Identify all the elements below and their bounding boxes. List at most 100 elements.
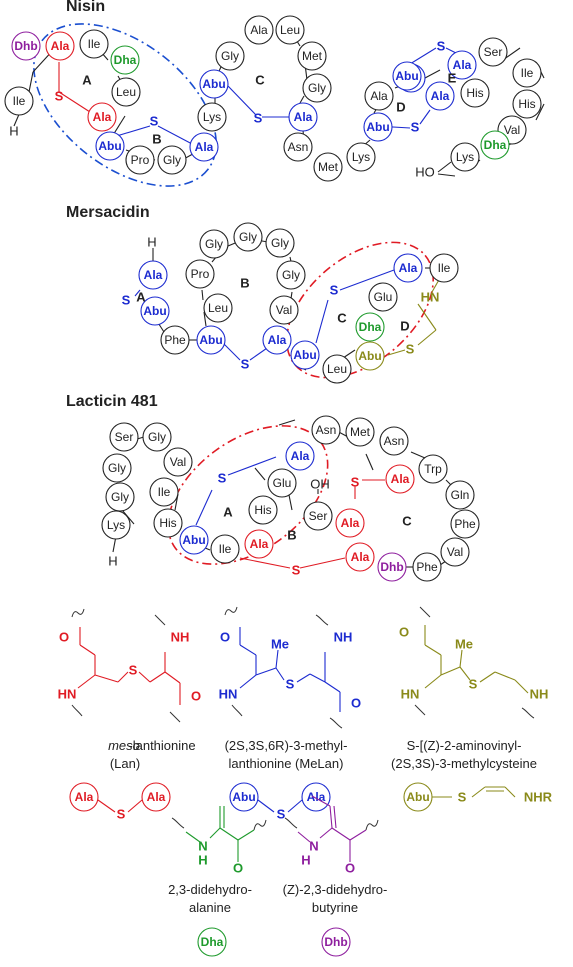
lan-wavy-top-left xyxy=(71,608,85,618)
avicys-badge-s: S xyxy=(458,790,467,805)
melan-wavy-top-right xyxy=(315,614,329,626)
lac-ala-top-label: Ala xyxy=(291,449,310,463)
dhb-bond xyxy=(331,827,351,841)
nisin-ala-red-top-label: Ala xyxy=(51,39,70,53)
nisin-pro-label: Pro xyxy=(131,153,150,167)
nisin-ala-d2-label: Ala xyxy=(431,89,450,103)
mers-ring-a: A xyxy=(136,290,146,305)
melan-o2: O xyxy=(351,696,361,711)
melan-bond xyxy=(239,644,257,656)
avicys-bond xyxy=(459,666,471,681)
lac-trp-circle xyxy=(418,454,448,484)
lac-ser2-label: Ser xyxy=(309,509,328,523)
lac-phe1-circle xyxy=(450,509,480,539)
lac-abu-label: Abu xyxy=(182,533,205,547)
mers-abu-d-circle xyxy=(355,341,385,371)
mers-bridge-d xyxy=(417,303,437,331)
dhb-o: O xyxy=(345,861,355,876)
lan-bond xyxy=(77,674,96,689)
dha-badge-circle xyxy=(197,927,227,957)
melan-badge-s: S xyxy=(277,807,286,822)
mers-abu-a-circle xyxy=(140,296,170,326)
lac-ala-red2-label: Ala xyxy=(341,516,360,530)
lac-abu-circle xyxy=(179,525,209,555)
nisin-dha-e-circle xyxy=(480,130,510,160)
mers-ring-b: B xyxy=(240,276,249,291)
lac-bond xyxy=(278,419,296,426)
nisin-ala-c-top-circle xyxy=(244,15,274,45)
nisin-leu-label: Leu xyxy=(116,85,136,99)
avicys-wavy-right xyxy=(521,707,535,719)
lac-ser2-circle xyxy=(303,501,333,531)
dha-badge-label: Dha xyxy=(201,935,224,949)
nisin-abu-c-label: Abu xyxy=(202,77,225,91)
mers-sulfur-c: S xyxy=(330,283,339,298)
melan-badge-res1-circle xyxy=(229,782,259,812)
lan-wavy-top-right xyxy=(154,614,166,626)
nisin-sulfur-b: S xyxy=(150,114,159,129)
lac-ala-red4-circle xyxy=(345,542,375,572)
nisin-bond xyxy=(437,173,456,177)
nisin-met-c-label: Met xyxy=(302,49,323,63)
avicys-nh: NH xyxy=(530,687,549,702)
lan-abbr: (Lan) xyxy=(110,756,140,771)
lac-val2-circle xyxy=(440,537,470,567)
nisin-ser-label: Ser xyxy=(484,45,503,59)
nisin-gly-b-label: Gly xyxy=(163,153,181,167)
nisin-lys-label: Lys xyxy=(203,110,221,124)
nisin-ring-a: A xyxy=(82,73,92,88)
avicys-o: O xyxy=(399,625,409,640)
dhb-bond xyxy=(297,831,311,843)
lac-ala-red1-label: Ala xyxy=(250,537,269,551)
lan-bond xyxy=(138,671,151,683)
avicys-bond xyxy=(440,666,461,676)
lan-badge-res2-label: Ala xyxy=(147,790,166,804)
dha-h: H xyxy=(198,853,207,868)
mers-leu-label: Leu xyxy=(208,301,228,315)
melan-o1: O xyxy=(220,630,230,645)
nisin-dha-top-label: Dha xyxy=(114,53,137,67)
mers-bridge-a xyxy=(134,289,141,297)
nisin-sulfur-a: S xyxy=(55,89,64,104)
nisin-ile-top-label: Ile xyxy=(88,37,101,51)
lan-nh: NH xyxy=(171,630,190,645)
nisin-ala-e-circle xyxy=(447,50,477,80)
lac-gly2-label: Gly xyxy=(108,461,126,475)
avicys-bond xyxy=(479,671,496,683)
nisin-sulfur-c: S xyxy=(254,111,263,126)
lac-val-label: Val xyxy=(170,455,186,469)
lan-bond xyxy=(117,671,129,683)
lac-met-circle xyxy=(345,417,375,447)
dha-line1: 2,3-didehydro- xyxy=(168,882,252,897)
nisin-ala-d-circle xyxy=(364,81,394,111)
lac-gly1-label: Gly xyxy=(148,430,166,444)
nisin-his-e-label: His xyxy=(466,86,483,100)
mers-ala-c-label: Ala xyxy=(399,261,418,275)
lan-bond xyxy=(164,671,181,684)
mers-abu-d-label: Abu xyxy=(358,349,381,363)
nisin-ala-b-label: Ala xyxy=(195,140,214,154)
mers-gly4-circle xyxy=(276,260,306,290)
melan-me: Me xyxy=(271,637,289,652)
lac-trp-label: Trp xyxy=(424,462,442,476)
lac-val-circle xyxy=(163,447,193,477)
mers-bridge-c xyxy=(339,269,395,291)
mers-ring-d: D xyxy=(400,319,409,334)
nisin-dha-e-label: Dha xyxy=(484,138,507,152)
avicys-badge-bond xyxy=(504,786,516,798)
dha-wavy-right xyxy=(253,819,267,831)
lac-bond xyxy=(410,451,426,459)
lac-ring-c: C xyxy=(402,514,412,529)
dhb-n: N xyxy=(309,839,318,854)
lac-gly3-label: Gly xyxy=(111,490,129,504)
melan-wavy-bottom xyxy=(329,717,343,729)
lan-name-rest: -lanthionine xyxy=(128,738,195,753)
nisin-his-e-circle xyxy=(460,78,490,108)
dha-bond xyxy=(219,827,239,841)
mers-abu-c-circle xyxy=(290,340,320,370)
avicys-badge-nhr: NHR xyxy=(524,790,553,805)
nisin-leu-circle xyxy=(111,77,141,107)
dha-o: O xyxy=(233,861,243,876)
nisin-his-e2-circle xyxy=(512,89,542,119)
